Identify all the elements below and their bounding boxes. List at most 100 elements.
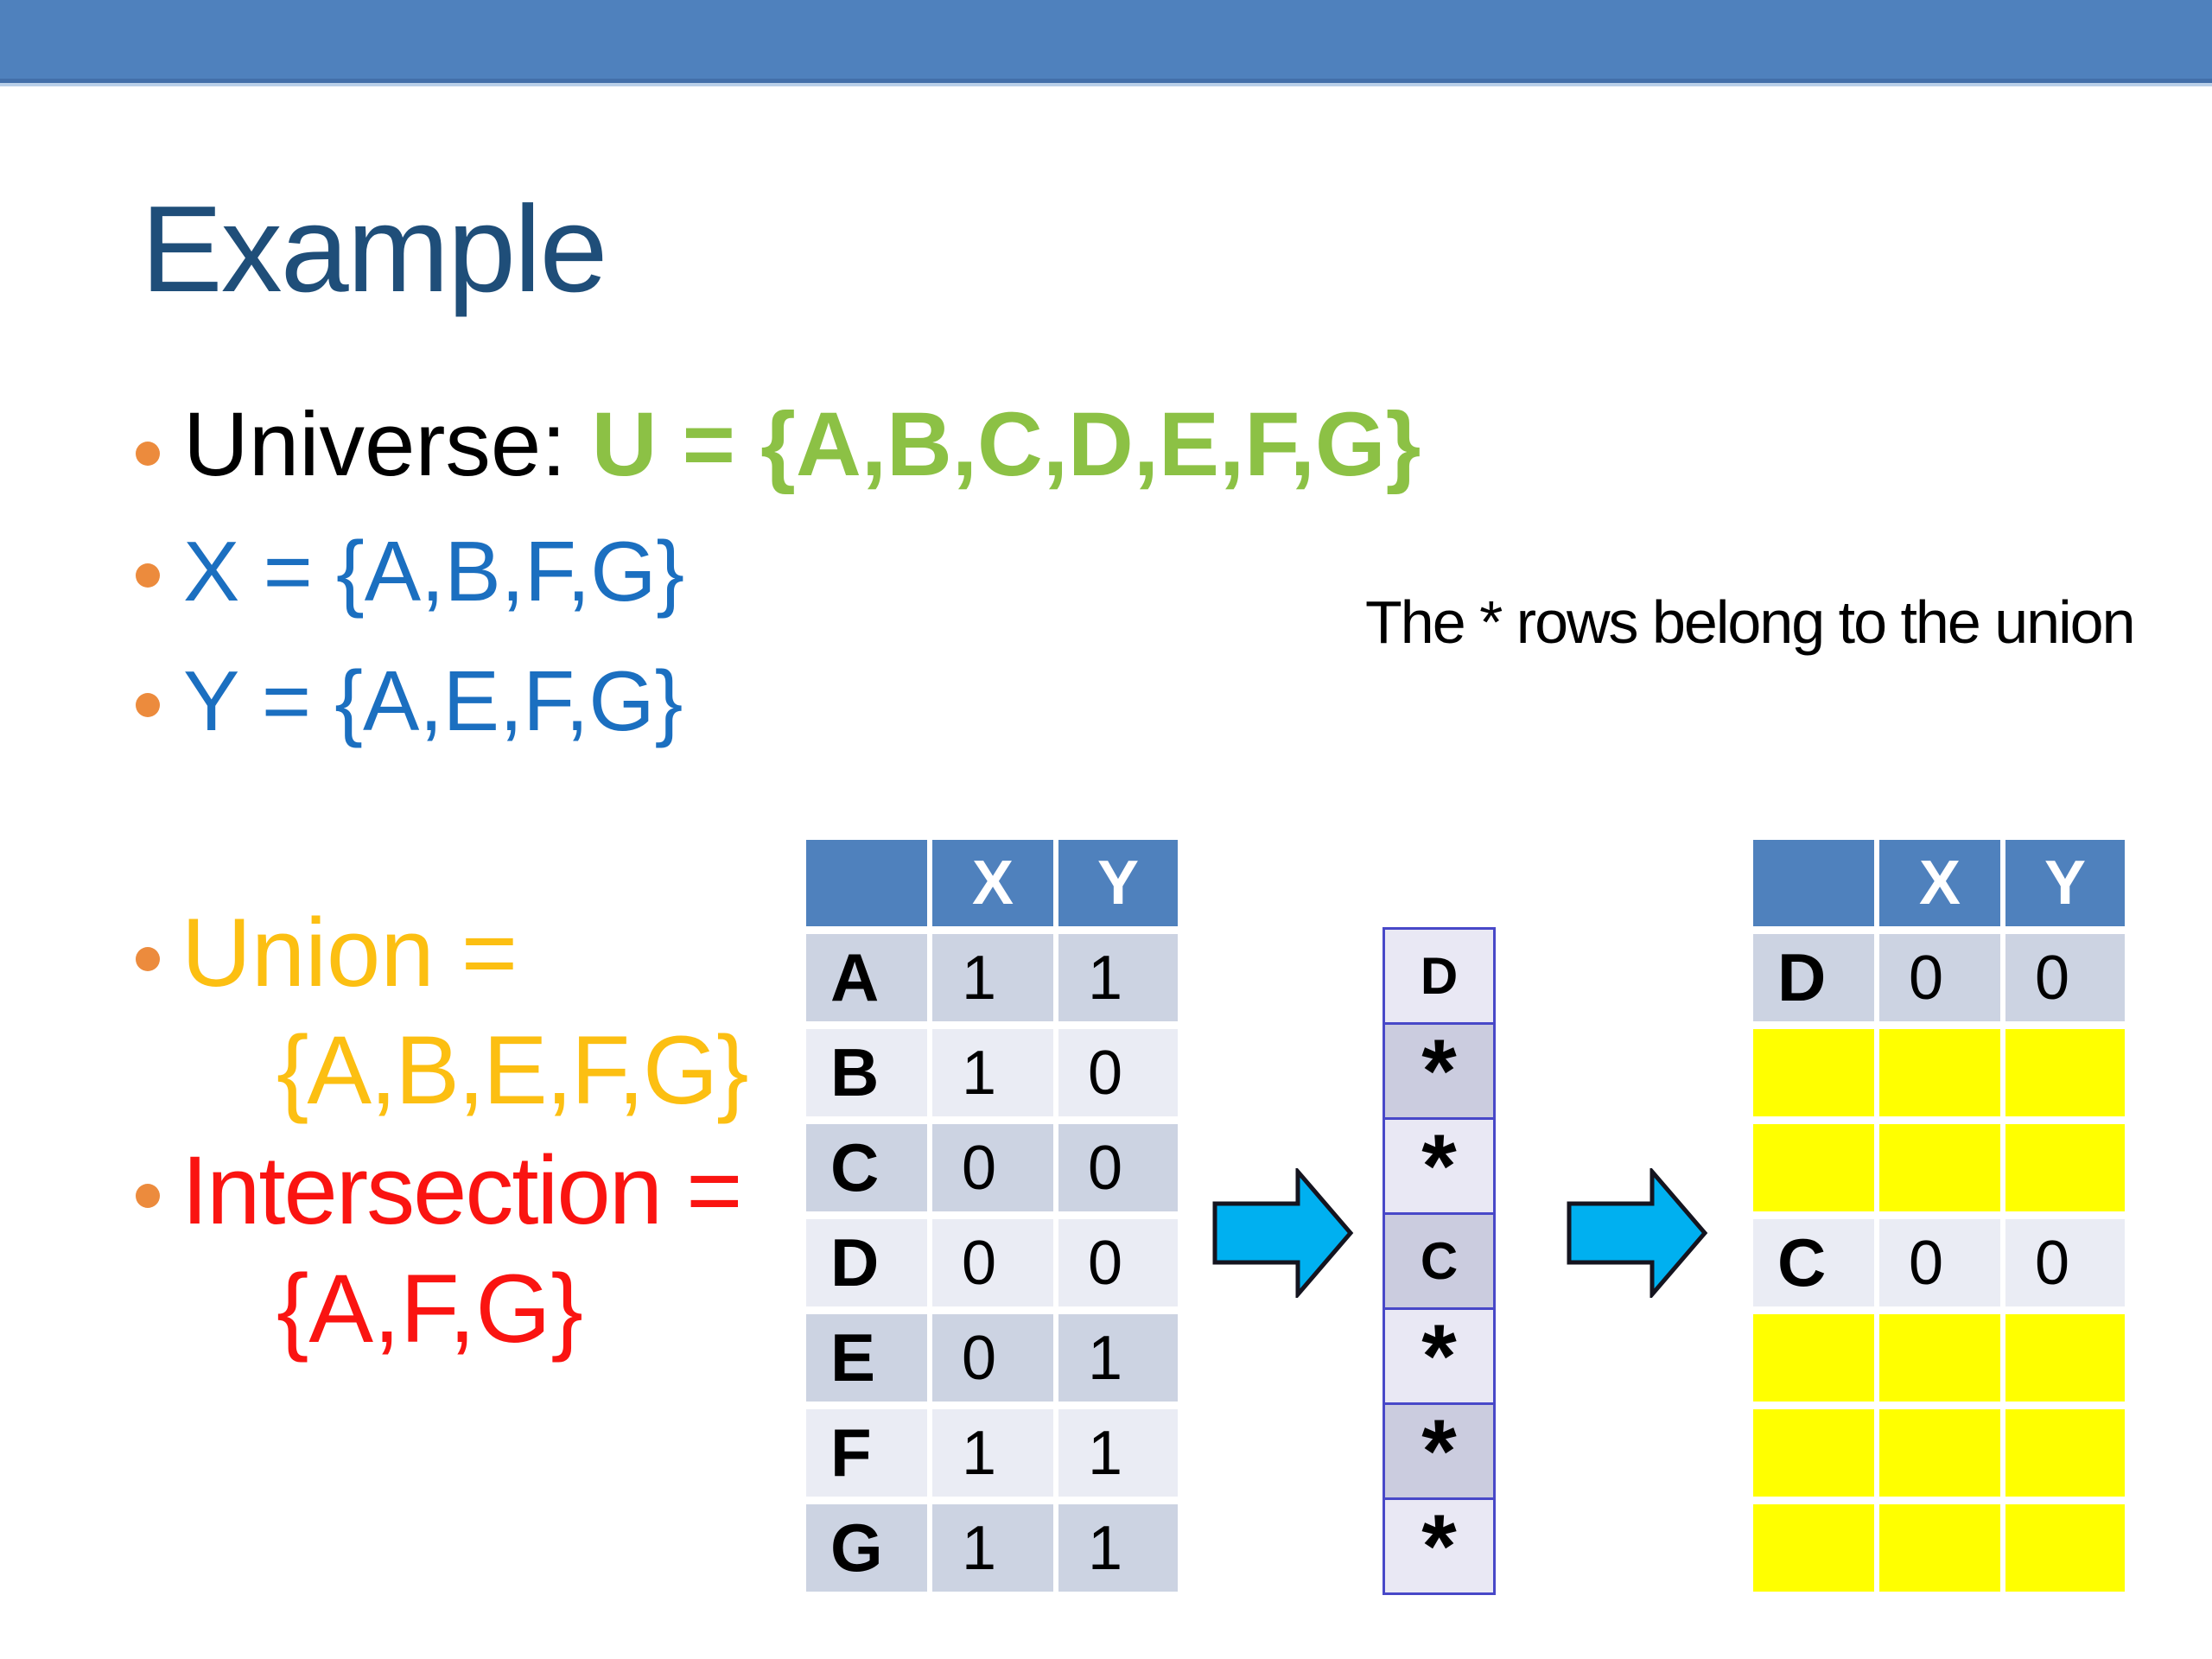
union-star-cell-1: * — [1382, 1022, 1496, 1120]
bitmap-cell-6-2: 1 — [1058, 1504, 1178, 1592]
bullet-dot-intersection — [136, 1184, 160, 1208]
result-cell-0-0: D — [1753, 934, 1874, 1021]
result-cell-6-1 — [1879, 1504, 2000, 1592]
result-row-2 — [1753, 1124, 2125, 1211]
bullet-dot-universe — [136, 442, 160, 466]
bitmap-cell-6-0: G — [806, 1504, 927, 1592]
bullet-universe: Universe: U = {A,B,C,D,E,F,G} — [183, 399, 1421, 490]
bitmap-cell-1-2: 0 — [1058, 1029, 1178, 1116]
bullet-dot-union — [136, 947, 160, 971]
bitmap-header-y: Y — [1058, 840, 1178, 926]
bitmap-cell-3-0: D — [806, 1219, 927, 1306]
result-cell-4-2 — [2005, 1314, 2125, 1402]
universe-set-text: U = {A,B,C,D,E,F,G} — [591, 394, 1421, 495]
bullet-union-label: Union = — [181, 899, 518, 1007]
bitmap-cell-3-2: 0 — [1058, 1219, 1178, 1306]
result-cell-6-0 — [1753, 1504, 1874, 1592]
right-arrow-2 — [1567, 1168, 1708, 1298]
union-label-cell-0: D — [1382, 927, 1496, 1025]
bullet-intersection-label: Intersection = — [181, 1136, 742, 1244]
result-cell-3-1: 0 — [1879, 1219, 2000, 1306]
bullet-dot-y — [136, 693, 160, 717]
bitmap-cell-2-1: 0 — [932, 1124, 1053, 1211]
result-cell-1-1 — [1879, 1029, 2000, 1116]
bitmap-cell-4-0: E — [806, 1314, 927, 1402]
union-star-cell-4: * — [1382, 1307, 1496, 1405]
result-cell-2-2 — [2005, 1124, 2125, 1211]
bitmap-table-header-row: X Y — [806, 840, 1178, 926]
result-header-x: X — [1879, 840, 2000, 926]
bitmap-cell-4-1: 0 — [932, 1314, 1053, 1402]
bitmap-cell-5-1: 1 — [932, 1409, 1053, 1497]
result-cell-3-0: C — [1753, 1219, 1874, 1306]
bullet-dot-x — [136, 563, 160, 588]
result-cell-2-1 — [1879, 1124, 2000, 1211]
union-marker-column: D**C*** — [1382, 927, 1496, 1595]
result-header-corner — [1753, 840, 1874, 926]
union-col-row-6: * — [1382, 1497, 1496, 1595]
result-cell-1-2 — [2005, 1029, 2125, 1116]
result-row-1 — [1753, 1029, 2125, 1116]
bitmap-cell-5-0: F — [806, 1409, 927, 1497]
union-col-row-3: C — [1382, 1212, 1496, 1310]
result-row-6 — [1753, 1504, 2125, 1592]
bitmap-cell-0-0: A — [806, 934, 927, 1021]
universe-prefix-text: Universe: — [183, 394, 592, 495]
bullet-union-set: {A,B,E,F,G} — [276, 1016, 749, 1124]
page-title: Example — [141, 181, 607, 318]
result-table-header-row: X Y — [1753, 840, 2125, 926]
union-star-cell-5: * — [1382, 1402, 1496, 1500]
result-row-5 — [1753, 1409, 2125, 1497]
union-note-text: The * rows belong to the union — [1365, 588, 2136, 656]
bitmap-header-x: X — [932, 840, 1053, 926]
result-cell-5-2 — [2005, 1409, 2125, 1497]
slide-header-bar — [0, 0, 2212, 86]
union-col-row-4: * — [1382, 1307, 1496, 1405]
result-cell-4-1 — [1879, 1314, 2000, 1402]
result-cell-6-2 — [2005, 1504, 2125, 1592]
union-col-row-1: * — [1382, 1022, 1496, 1120]
bullet-x-set: X = {A,B,F,G} — [183, 524, 685, 619]
result-cell-4-0 — [1753, 1314, 1874, 1402]
union-col-row-2: * — [1382, 1117, 1496, 1215]
result-header-y: Y — [2005, 840, 2125, 926]
bitmap-cell-0-1: 1 — [932, 934, 1053, 1021]
union-label-cell-3: C — [1382, 1212, 1496, 1310]
bitmap-cell-2-2: 0 — [1058, 1124, 1178, 1211]
bitmap-cell-4-2: 1 — [1058, 1314, 1178, 1402]
bitmap-cell-1-1: 1 — [932, 1029, 1053, 1116]
bitmap-cell-5-2: 1 — [1058, 1409, 1178, 1497]
bullet-y-set: Y = {A,E,F,G} — [183, 653, 683, 748]
bitmap-cell-6-1: 1 — [932, 1504, 1053, 1592]
result-cell-1-0 — [1753, 1029, 1874, 1116]
union-star-cell-2: * — [1382, 1117, 1496, 1215]
result-cell-5-1 — [1879, 1409, 2000, 1497]
bitmap-cell-1-0: B — [806, 1029, 927, 1116]
right-arrow-1 — [1212, 1168, 1354, 1298]
result-cell-0-2: 0 — [2005, 934, 2125, 1021]
result-cell-0-1: 0 — [1879, 934, 2000, 1021]
bitmap-cell-2-0: C — [806, 1124, 927, 1211]
result-cell-2-0 — [1753, 1124, 1874, 1211]
bitmap-header-corner — [806, 840, 927, 926]
union-star-cell-6: * — [1382, 1497, 1496, 1595]
bullet-intersection-set: {A,F,G} — [276, 1255, 583, 1363]
result-row-4 — [1753, 1314, 2125, 1402]
bitmap-cell-0-2: 1 — [1058, 934, 1178, 1021]
union-col-row-5: * — [1382, 1402, 1496, 1500]
union-col-row-0: D — [1382, 927, 1496, 1025]
result-cell-5-0 — [1753, 1409, 1874, 1497]
result-cell-3-2: 0 — [2005, 1219, 2125, 1306]
bitmap-cell-3-1: 0 — [932, 1219, 1053, 1306]
